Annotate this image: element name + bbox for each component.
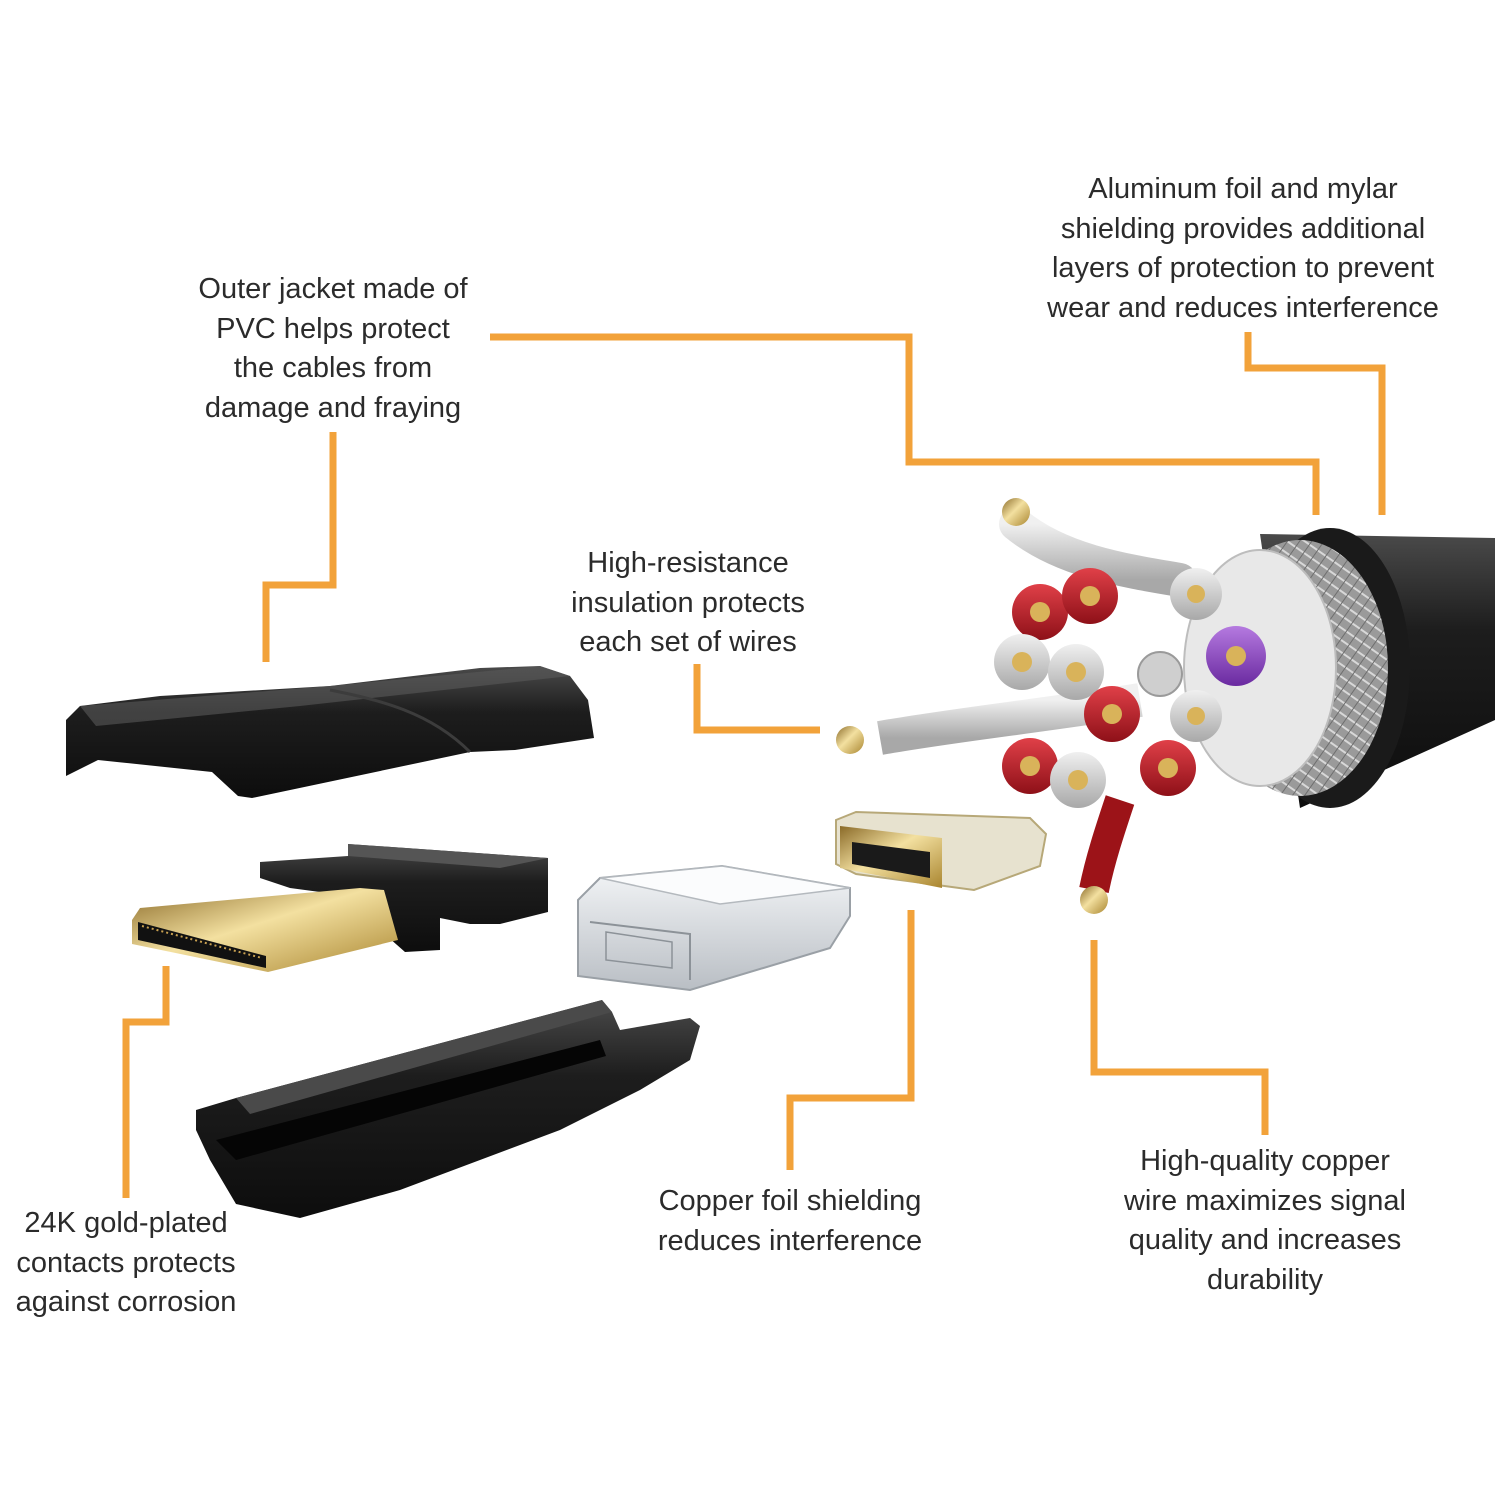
callout-line: damage and fraying (204, 391, 462, 424)
cable-end-with-wires (836, 498, 1495, 914)
callout-copper-foil: Copper foil shielding reduces interferen… (634, 1182, 946, 1261)
top-shell-cover (66, 666, 594, 798)
callout-copper-wire: High-quality copper wire maximizes signa… (1098, 1142, 1432, 1300)
leader-line-copper-foil (786, 910, 915, 1170)
callout-line: the cables from (233, 352, 433, 384)
callout-line: PVC helps protect (216, 312, 450, 345)
copper-foil-gold-sleeve (835, 810, 1048, 892)
leader-line-aluminum-foil-b (1244, 332, 1386, 515)
callout-line: Outer jacket made of (198, 273, 468, 305)
bottom-shell-cover (196, 1000, 700, 1218)
leader-line-gold-contacts (122, 966, 170, 1198)
clear-plastic-insert (577, 864, 851, 992)
callout-line: durability (1206, 1263, 1324, 1296)
callout-line: High-resistance (587, 547, 789, 579)
callout-gold-contacts: 24K gold-plated contacts protects agains… (0, 1204, 252, 1323)
callout-line: High-quality copper (1140, 1145, 1390, 1177)
callout-line: layers of protection to prevent (1051, 252, 1435, 284)
callout-line: wear and reduces interference (1047, 291, 1439, 324)
callout-line: contacts protects (16, 1246, 236, 1279)
callout-aluminum-foil: Aluminum foil and mylar shielding provid… (1018, 170, 1468, 328)
leader-line-insulation (693, 664, 820, 734)
callout-line: 24K gold-plated (24, 1207, 228, 1239)
callout-line: shielding provides additional (1060, 212, 1426, 245)
callout-insulation: High-resistance insulation protects each… (548, 544, 828, 663)
callout-line: reduces interference (657, 1224, 923, 1257)
callout-line: wire maximizes signal (1123, 1184, 1406, 1217)
callout-line: each set of wires (579, 626, 797, 658)
hdmi-plug-gold-contacts (132, 844, 548, 972)
leader-lines (122, 332, 1386, 1198)
callout-outer-jacket: Outer jacket made of PVC helps protect t… (168, 270, 498, 428)
leader-line-outer-jacket (262, 432, 337, 662)
leader-line-copper-wire (1090, 940, 1269, 1135)
wire-ends (836, 498, 1266, 914)
callout-line: quality and increases (1128, 1224, 1402, 1256)
callout-line: Copper foil shielding (658, 1185, 922, 1217)
leader-line-aluminum-foil-a (490, 333, 1320, 515)
callout-line: insulation protects (571, 586, 805, 619)
callout-line: against corrosion (15, 1286, 237, 1318)
callout-line: Aluminum foil and mylar (1088, 173, 1398, 205)
